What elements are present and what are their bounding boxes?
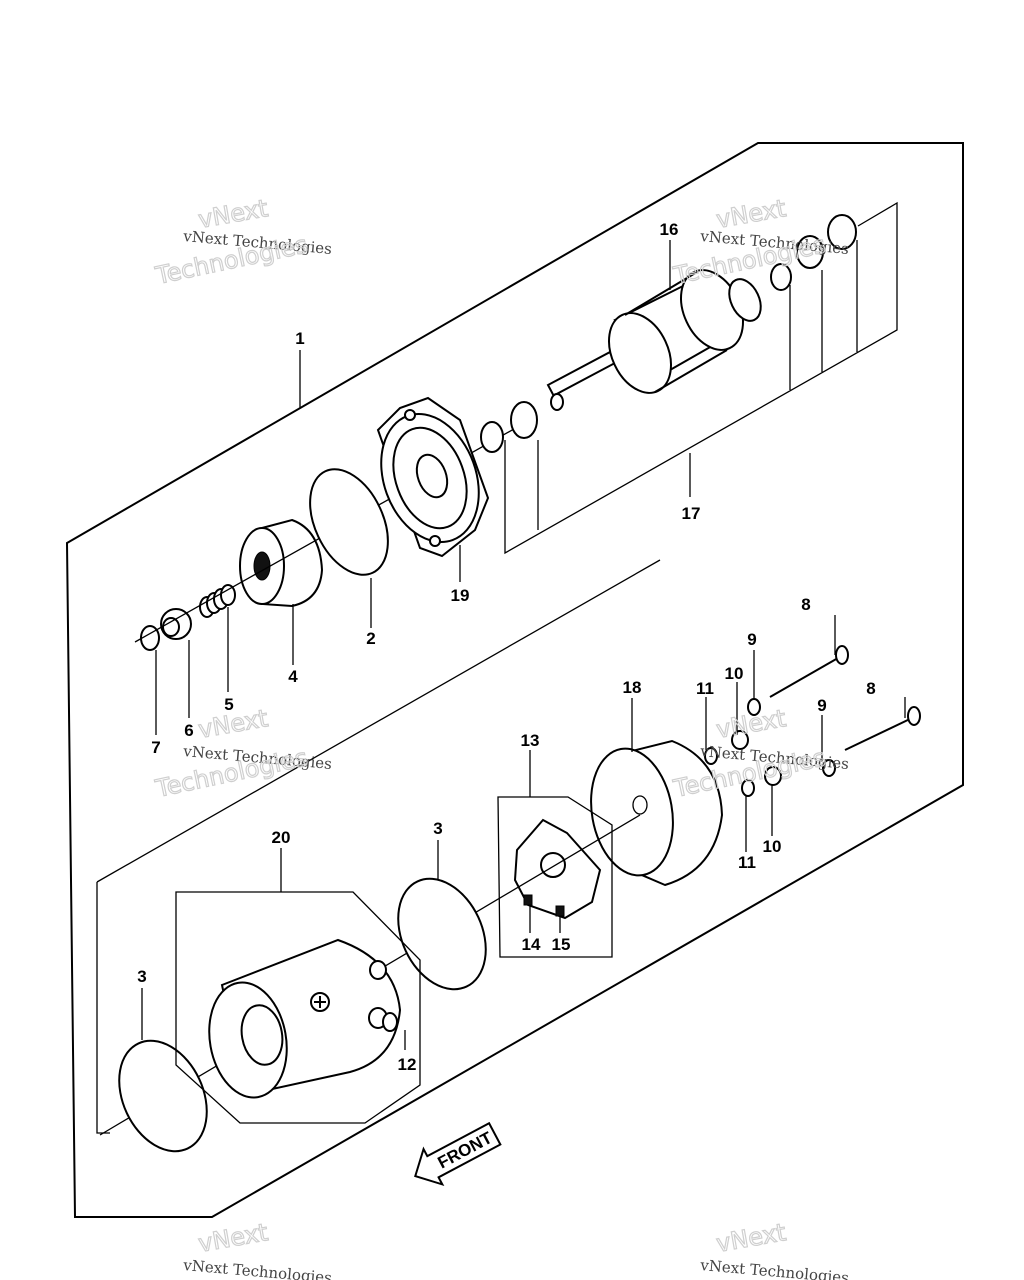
- label-17: 17: [682, 504, 701, 523]
- through-bolt-8a: [769, 645, 849, 698]
- washer-rear-b: [796, 235, 824, 269]
- bracket-17: [504, 201, 898, 555]
- label-9b: 9: [817, 696, 826, 715]
- label-6: 6: [184, 721, 193, 740]
- collar-6: [160, 608, 192, 640]
- label-3b: 3: [137, 967, 146, 986]
- washer-11b: [741, 779, 755, 797]
- label-18: 18: [623, 678, 642, 697]
- label-3a: 3: [433, 819, 442, 838]
- svg-text:vNext Technologies: vNext Technologies: [699, 1256, 850, 1280]
- front-cover-19: [376, 396, 490, 558]
- bracket-20: [175, 891, 421, 1124]
- bracket-13: [497, 796, 613, 958]
- assembly-frame: [65, 142, 964, 1218]
- label-10b: 10: [763, 837, 782, 856]
- label-20: 20: [272, 828, 291, 847]
- washer-10a: [731, 730, 749, 750]
- label-8b: 8: [866, 679, 875, 698]
- label-13: 13: [521, 731, 540, 750]
- washer-rear-c: [827, 214, 857, 250]
- svg-text:vNext: vNext: [196, 704, 270, 744]
- washer-9b: [822, 759, 836, 777]
- o-ring-2: [309, 468, 389, 576]
- front-arrow-icon: [414, 1121, 502, 1187]
- label-12: 12: [398, 1055, 417, 1074]
- label-1: 1: [295, 329, 304, 348]
- svg-text:vNext Technologies: vNext Technologies: [182, 1256, 333, 1280]
- label-15: 15: [552, 935, 571, 954]
- svg-text:vNext: vNext: [714, 704, 788, 744]
- o-ring-3a: [397, 877, 487, 991]
- label-8a: 8: [801, 595, 810, 614]
- yoke-20: [208, 938, 402, 1099]
- label-14: 14: [522, 935, 541, 954]
- watermark-6: vNext vNext Technologies: [699, 1218, 850, 1280]
- label-4: 4: [288, 667, 298, 686]
- label-16: 16: [660, 220, 679, 239]
- sub-frame: [96, 882, 110, 1134]
- spring-5: [199, 584, 236, 618]
- washer-11a: [704, 747, 718, 765]
- pinion-gear-4: [239, 518, 324, 608]
- front-arrow: FRONT: [414, 1121, 502, 1187]
- svg-text:vNext: vNext: [714, 194, 788, 234]
- label-5: 5: [224, 695, 233, 714]
- watermark-1: vNext vNext Technologies Technologies: [152, 194, 333, 291]
- svg-text:vNext: vNext: [196, 1218, 270, 1258]
- svg-text:vNext: vNext: [196, 194, 270, 234]
- label-2: 2: [366, 629, 375, 648]
- watermark-2: vNext vNext Technologies Technologies: [670, 194, 850, 291]
- terminal-12: [368, 960, 398, 1032]
- svg-text:vNext: vNext: [714, 1218, 788, 1258]
- label-7: 7: [151, 738, 160, 757]
- label-11a: 11: [696, 679, 714, 698]
- watermark-4: vNext vNext Technologies Technologies: [670, 704, 850, 804]
- washer-rear-a: [770, 263, 792, 291]
- o-ring-3b: [118, 1039, 208, 1153]
- watermark-5: vNext vNext Technologies: [182, 1218, 333, 1280]
- label-9a: 9: [747, 630, 756, 649]
- watermark-3: vNext vNext Technologies Technologies: [152, 704, 333, 804]
- brush-holder-14-15: [513, 818, 602, 920]
- through-bolt-8b: [844, 706, 921, 751]
- end-cover-18: [590, 739, 724, 887]
- label-10a: 10: [725, 664, 744, 683]
- sub-frame-diagonal: [96, 559, 661, 883]
- label-19: 19: [451, 586, 470, 605]
- armature-16: [546, 269, 762, 411]
- washer-front-b: [510, 401, 538, 439]
- washer-10b: [764, 766, 782, 786]
- label-11b: 11: [738, 853, 756, 872]
- washer-front-a: [480, 421, 504, 453]
